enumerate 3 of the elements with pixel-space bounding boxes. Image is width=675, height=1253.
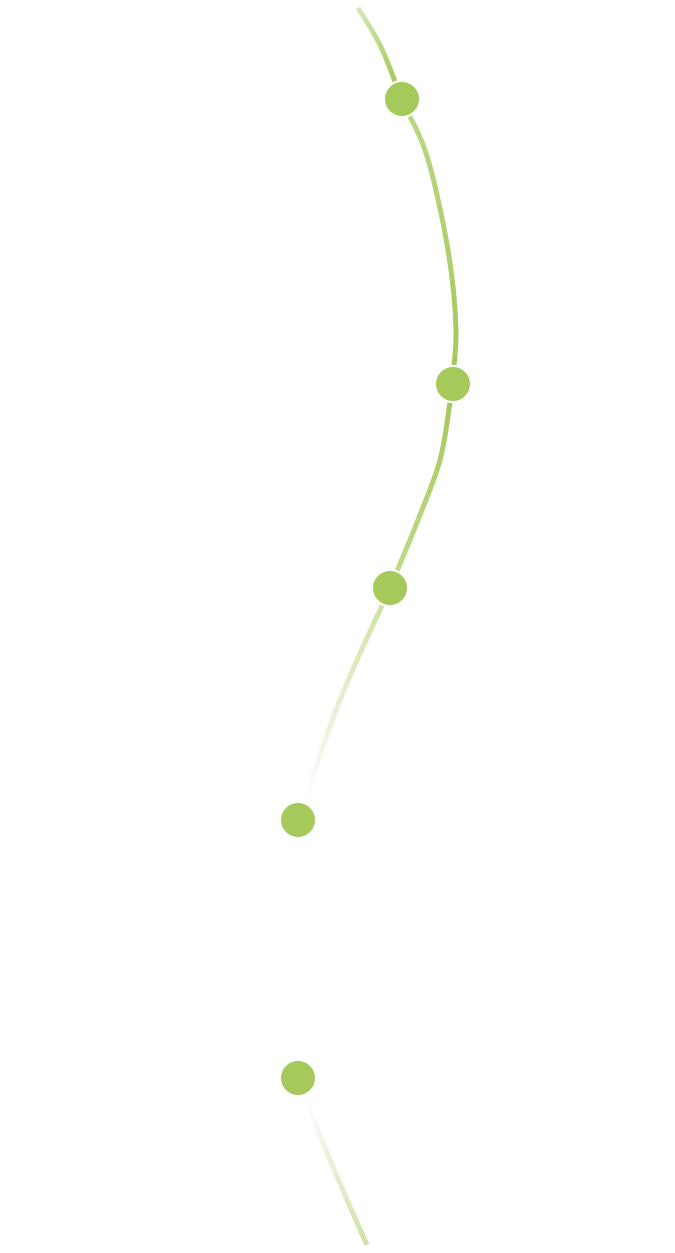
connector-line (394, 402, 453, 572)
connector-line (407, 115, 459, 366)
connector-line (355, 6, 398, 83)
